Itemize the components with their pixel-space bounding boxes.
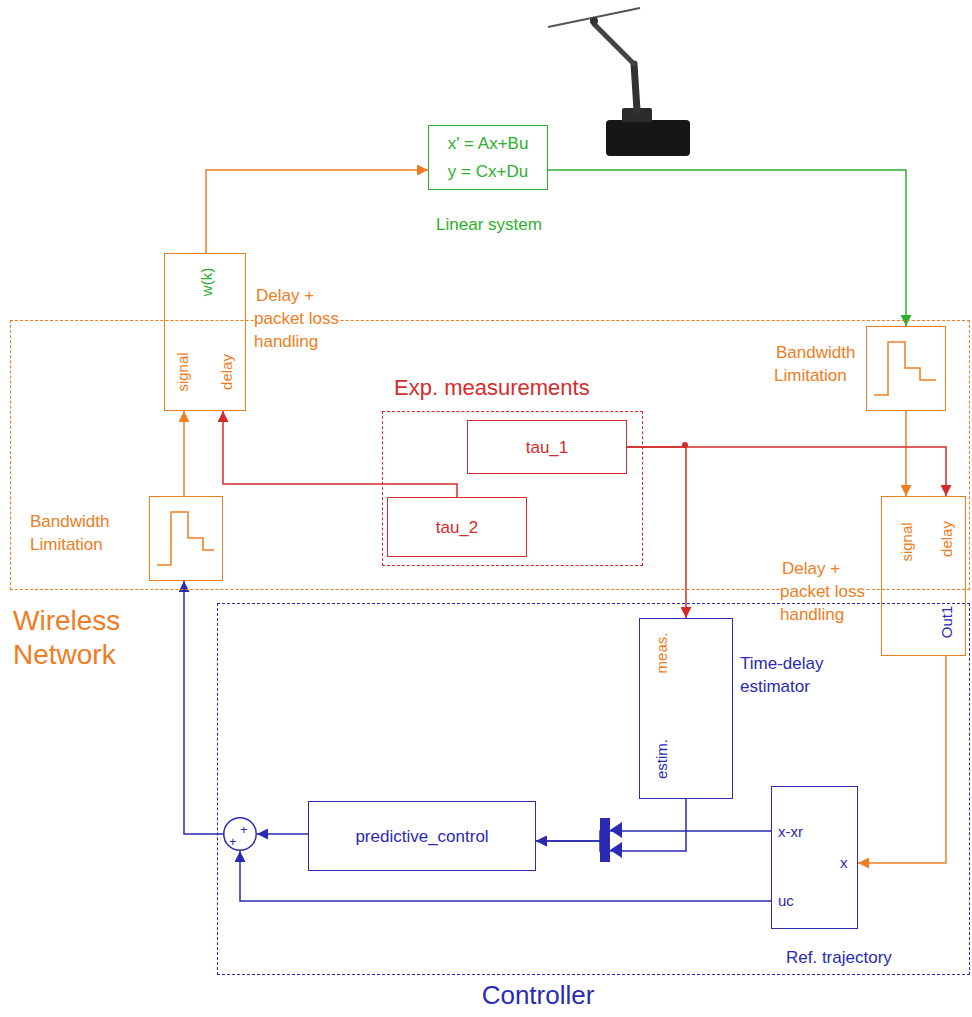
pendulum-bar	[548, 8, 640, 27]
signal-connector	[223, 411, 457, 497]
port-label: delay	[938, 521, 957, 557]
text-slot: Exp. measurements	[394, 374, 590, 402]
junction-dot	[682, 442, 688, 448]
block-label: x-xr	[778, 823, 803, 840]
bandwidth-symbol	[874, 342, 936, 395]
port-label: signal	[174, 352, 193, 391]
block-label: Ref. trajectory	[786, 948, 892, 967]
measurement-block: tau_2	[387, 497, 527, 557]
signal-connector	[858, 656, 946, 863]
controller-region: Controllermeas.estim.Time-delay estimato…	[217, 603, 970, 975]
text-slot: Linear system	[414, 214, 564, 235]
block-label: Controller	[482, 980, 595, 1010]
delay-block: signaldelayOut1Delay + packet loss handl…	[881, 496, 966, 656]
signal-connector	[536, 831, 771, 841]
text-slot: Wireless Network	[13, 604, 163, 672]
text-slot: Bandwidth Limitation	[30, 510, 142, 556]
estimator-block: meas.estim.Time-delay estimator	[639, 618, 733, 799]
block-label: Exp. measurements	[394, 375, 590, 400]
text-slot: x' = Ax+Bu	[429, 133, 547, 154]
controller-block: predictive_control	[308, 801, 536, 871]
signal-connector	[627, 447, 686, 618]
sum-junction: ++	[223, 817, 257, 851]
delay-block: w(k)signaldelayDelay + packet loss handl…	[164, 253, 246, 411]
reference-block: x-xrxucRef. trajectory	[771, 786, 858, 929]
signal-connector	[257, 833, 308, 835]
bandwidth-symbol	[157, 512, 214, 565]
block-label: Delay + packet loss handling	[254, 286, 339, 351]
text-slot: Delay + packet loss handling	[254, 284, 354, 353]
block-label: tau_1	[526, 438, 569, 457]
network-region: Wireless Networkw(k)signaldelayDelay + p…	[10, 320, 970, 590]
text-slot: Bandwidth Limitation	[774, 341, 862, 387]
block-label: x' = Ax+Bu	[448, 134, 529, 153]
signal-connector	[627, 447, 946, 496]
block-label: Delay + packet loss handling	[780, 559, 865, 624]
port-label: meas.	[653, 633, 672, 674]
text-slot: +	[229, 832, 237, 850]
port-label: Out1	[938, 606, 957, 639]
signal-connector	[206, 170, 428, 253]
block-label: +	[229, 834, 237, 849]
junction-circle	[224, 818, 257, 851]
signal-connector	[905, 411, 907, 496]
signal-connector	[548, 170, 906, 326]
port-label: signal	[898, 522, 917, 561]
pendulum-joint	[590, 17, 598, 25]
measurement-group: Exp. measurementstau_1tau_2	[382, 411, 643, 566]
mux-bar	[600, 818, 610, 862]
block-label: predictive_control	[355, 827, 488, 846]
text-slot: Ref. trajectory	[786, 947, 892, 968]
text-slot: tau_1	[468, 437, 626, 458]
block-label: y = Cx+Du	[448, 162, 528, 181]
pendulum-illustration	[548, 8, 690, 156]
mux-input-arrow	[610, 842, 622, 858]
bandwidth-block: Bandwidth Limitation	[149, 496, 223, 581]
block-label: Wireless Network	[13, 605, 120, 670]
mux-input-arrow	[610, 822, 622, 838]
block-label: Linear system	[436, 215, 542, 234]
block-label: tau_2	[436, 518, 479, 537]
port-label: w(k)	[198, 268, 217, 296]
port-label: estim.	[653, 739, 672, 779]
text-slot: predictive_control	[309, 826, 535, 847]
signal-connector	[240, 851, 771, 901]
block-label: Bandwidth Limitation	[774, 343, 855, 385]
text-slot: Controller	[448, 981, 628, 1010]
text-slot: x	[840, 854, 848, 873]
pendulum-arm	[634, 64, 637, 110]
signal-connector	[536, 799, 686, 851]
text-slot: uc	[778, 892, 794, 911]
text-slot: Time-delay estimator	[740, 652, 835, 698]
measurement-block: tau_1	[467, 420, 627, 474]
block-label: Time-delay estimator	[740, 654, 823, 696]
block-label: x	[840, 854, 848, 871]
text-slot: tau_2	[388, 517, 526, 538]
block-label: +	[240, 822, 248, 837]
state-space-block: x' = Ax+Buy = Cx+DuLinear system	[428, 125, 548, 190]
signal-connector	[183, 411, 185, 496]
text-slot: y = Cx+Du	[429, 161, 547, 182]
bandwidth-block: Bandwidth Limitation	[866, 326, 946, 411]
port-label: delay	[218, 354, 237, 390]
block-label: uc	[778, 892, 794, 909]
pendulum-link	[594, 24, 634, 64]
pendulum-base	[606, 120, 690, 156]
text-slot: Delay + packet loss handling	[780, 557, 878, 626]
block-label: Bandwidth Limitation	[30, 512, 109, 554]
text-slot: +	[240, 820, 248, 838]
text-slot: x-xr	[778, 823, 803, 842]
